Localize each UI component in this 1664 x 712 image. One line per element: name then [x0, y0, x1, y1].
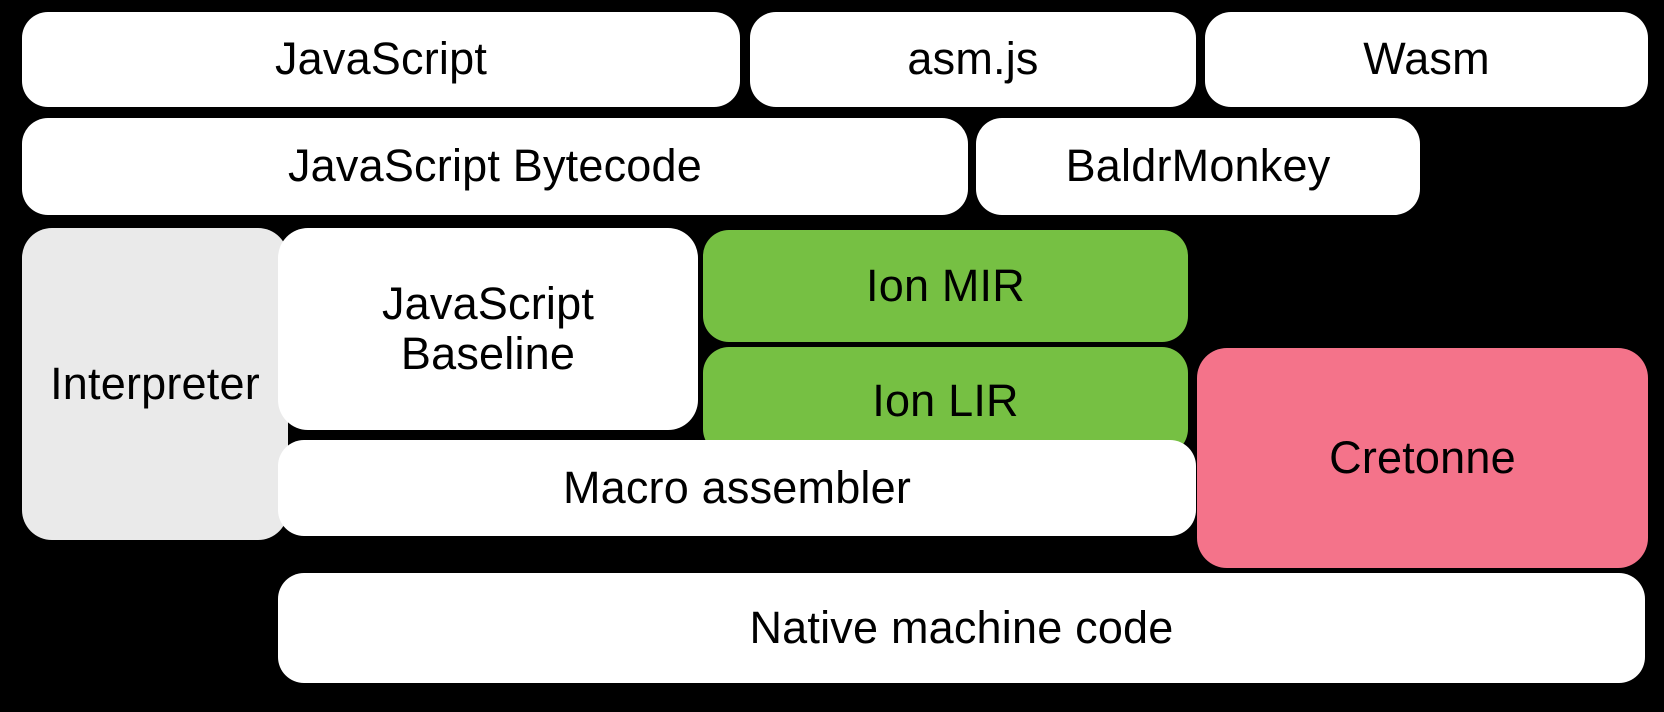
node-baldrmonkey[interactable]: BaldrMonkey [976, 118, 1420, 215]
node-wasm[interactable]: Wasm [1205, 12, 1648, 107]
node-javascript-bytecode[interactable]: JavaScript Bytecode [22, 118, 968, 215]
node-ion-mir[interactable]: Ion MIR [703, 230, 1188, 342]
node-interpreter[interactable]: Interpreter [22, 228, 288, 540]
node-macro-assembler[interactable]: Macro assembler [278, 440, 1196, 536]
node-javascript-baseline[interactable]: JavaScript Baseline [278, 228, 698, 430]
node-cretonne[interactable]: Cretonne [1197, 348, 1648, 568]
node-javascript[interactable]: JavaScript [22, 12, 740, 107]
node-asm-js[interactable]: asm.js [750, 12, 1196, 107]
node-ion-lir[interactable]: Ion LIR [703, 347, 1188, 455]
node-native-machine-code[interactable]: Native machine code [278, 573, 1645, 683]
